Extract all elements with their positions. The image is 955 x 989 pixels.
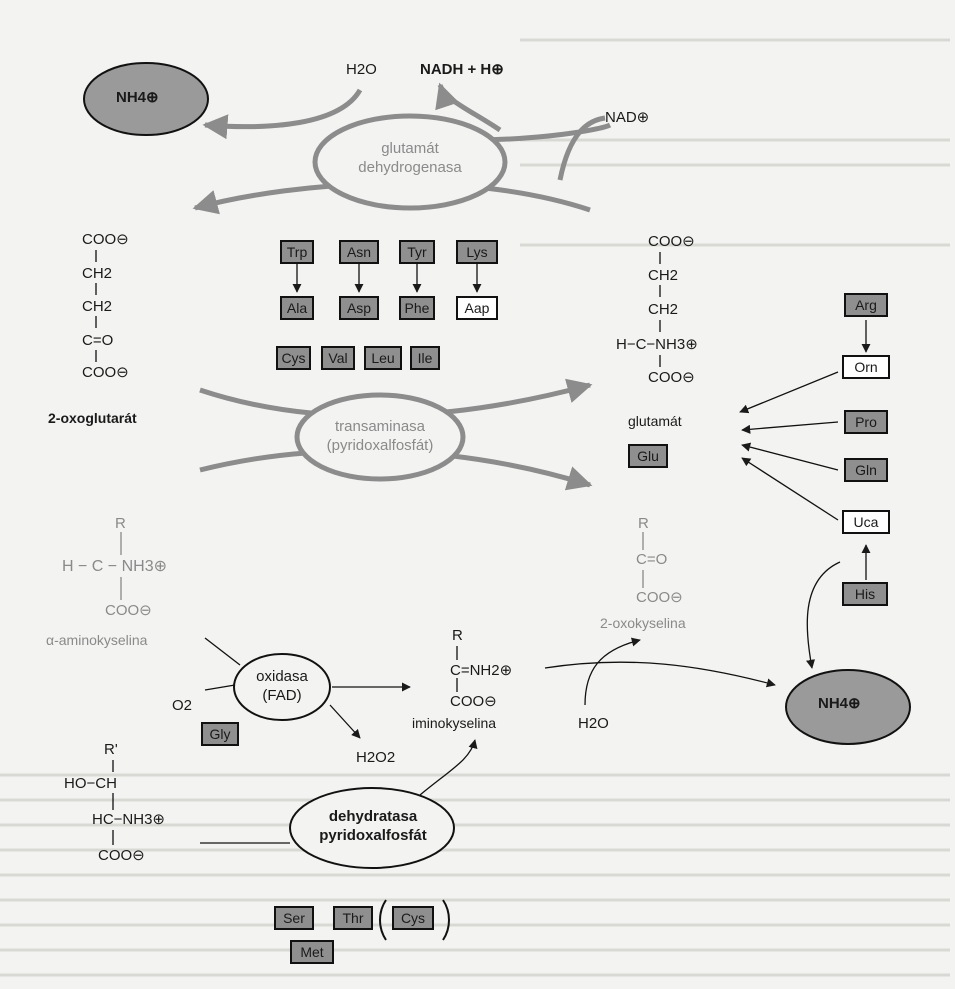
glutamate-name: glutamát bbox=[628, 413, 682, 429]
cys-parentheses bbox=[379, 899, 450, 941]
nad-label: NAD⊕ bbox=[605, 109, 650, 126]
box-gln: Gln bbox=[844, 458, 888, 482]
box-pro: Pro bbox=[844, 410, 888, 434]
dehydratase-line1: dehydratasa bbox=[328, 808, 418, 825]
glu-ch2-1: CH2 bbox=[648, 267, 679, 284]
oxoglu-ch2-2: CH2 bbox=[82, 298, 113, 315]
aminoacid-coo: COO⊖ bbox=[105, 602, 152, 619]
box-tyr: Tyr bbox=[399, 240, 435, 264]
oxoacid-name: 2-oxokyselina bbox=[600, 615, 686, 631]
nh4-top-ellipse bbox=[83, 62, 209, 136]
box-his: His bbox=[842, 582, 888, 606]
o2-label: O2 bbox=[172, 697, 193, 714]
box-ser: Ser bbox=[274, 906, 314, 930]
transaminase-label: transaminasa (pyridoxalfosfát) bbox=[300, 418, 460, 456]
h2o2-label: H2O2 bbox=[356, 749, 396, 766]
imino-coo: COO⊖ bbox=[450, 693, 497, 710]
box-orn: Orn bbox=[842, 355, 890, 379]
grid-arrows bbox=[292, 263, 482, 293]
water-label-bottom: H2O bbox=[578, 715, 609, 732]
glu-ch-nh3: H−C−NH3⊕ bbox=[616, 336, 698, 353]
glu-coo-top: COO⊖ bbox=[648, 233, 695, 250]
right-column-arrows bbox=[739, 320, 871, 669]
nadh-label: NADH + H⊕ bbox=[420, 61, 504, 78]
box-phe: Phe bbox=[399, 296, 435, 320]
box-asp: Asp bbox=[339, 296, 379, 320]
box-gly: Gly bbox=[201, 722, 239, 746]
box-trp: Trp bbox=[280, 240, 314, 264]
nh4-bottom-label: NH4⊕ bbox=[818, 695, 861, 712]
hydroxy-r: R' bbox=[104, 741, 118, 758]
box-arg: Arg bbox=[844, 293, 888, 317]
box-cys-2: Cys bbox=[392, 906, 434, 930]
iminoacid-name: iminokyselina bbox=[412, 715, 497, 731]
oxidase-line1: oxidasa bbox=[256, 668, 308, 685]
box-cys: Cys bbox=[276, 346, 311, 370]
oxoglu-co: C=O bbox=[82, 332, 114, 349]
glu-coo-bottom: COO⊖ bbox=[648, 369, 695, 386]
transaminase-line2: (pyridoxalfosfát) bbox=[326, 436, 434, 454]
box-glu: Glu bbox=[628, 444, 668, 468]
oxidase-label: oxidasa (FAD) bbox=[240, 668, 324, 706]
transaminase-ellipse bbox=[294, 392, 466, 482]
box-aap: Aap bbox=[456, 296, 498, 320]
box-ala: Ala bbox=[280, 296, 314, 320]
box-asn: Asn bbox=[339, 240, 379, 264]
imino-r: R bbox=[452, 627, 463, 644]
amino-bonds bbox=[120, 532, 644, 600]
gdh-enzyme-label: glutamát dehydrogenasa bbox=[330, 140, 490, 178]
gdh-line2: dehydrogenasa bbox=[358, 158, 462, 176]
oxoglu-coo-top: COO⊖ bbox=[82, 231, 129, 248]
box-ile: Ile bbox=[410, 346, 440, 370]
water-label-top: H2O bbox=[346, 61, 377, 78]
box-met: Met bbox=[290, 940, 334, 964]
dehydratase-ellipse bbox=[289, 787, 455, 869]
oxidase-ellipse bbox=[233, 653, 331, 721]
box-leu: Leu bbox=[364, 346, 402, 370]
structure-bonds bbox=[95, 250, 661, 845]
dehydratase-line2: pyridoxalfosfát bbox=[319, 826, 427, 844]
box-val: Val bbox=[321, 346, 355, 370]
nh4-top-label: NH4⊕ bbox=[116, 89, 159, 106]
imino-c: C=NH2⊕ bbox=[450, 662, 513, 679]
aminoacid-r: R bbox=[115, 515, 126, 532]
transaminase-line1: transaminasa bbox=[334, 418, 426, 435]
dehydratase-arrows bbox=[200, 739, 478, 844]
oxidase-line2: (FAD) bbox=[262, 686, 302, 704]
oxoacid-r: R bbox=[638, 515, 649, 532]
oxoacid-coo: COO⊖ bbox=[636, 589, 683, 606]
dehydratase-label: dehydratasa pyridoxalfosfát bbox=[295, 808, 451, 846]
gdh-line1: glutamát bbox=[381, 140, 439, 157]
glu-ch2-2: CH2 bbox=[648, 301, 679, 318]
box-lys: Lys bbox=[456, 240, 498, 264]
hydroxy-hoch: HO−CH bbox=[64, 775, 117, 792]
hydroxy-hcnh3: HC−NH3⊕ bbox=[92, 811, 166, 828]
background-texture bbox=[0, 38, 950, 977]
aminoacid-name: α-aminokyselina bbox=[46, 632, 148, 648]
oxoglutarate-name: 2-oxoglutarát bbox=[48, 410, 137, 426]
hydroxy-coo: COO⊖ bbox=[98, 847, 145, 864]
oxidase-arrows bbox=[204, 637, 776, 739]
box-uca: Uca bbox=[842, 510, 890, 534]
oxoglu-ch2-1: CH2 bbox=[82, 265, 113, 282]
oxoglu-coo-bottom: COO⊖ bbox=[82, 364, 129, 381]
box-thr: Thr bbox=[333, 906, 373, 930]
oxoacid-co: C=O bbox=[636, 551, 668, 568]
aminoacid-middle: H − C − NH3⊕ bbox=[62, 558, 167, 575]
nh4-bottom-ellipse bbox=[785, 669, 911, 745]
gdh-ellipse bbox=[312, 113, 508, 211]
